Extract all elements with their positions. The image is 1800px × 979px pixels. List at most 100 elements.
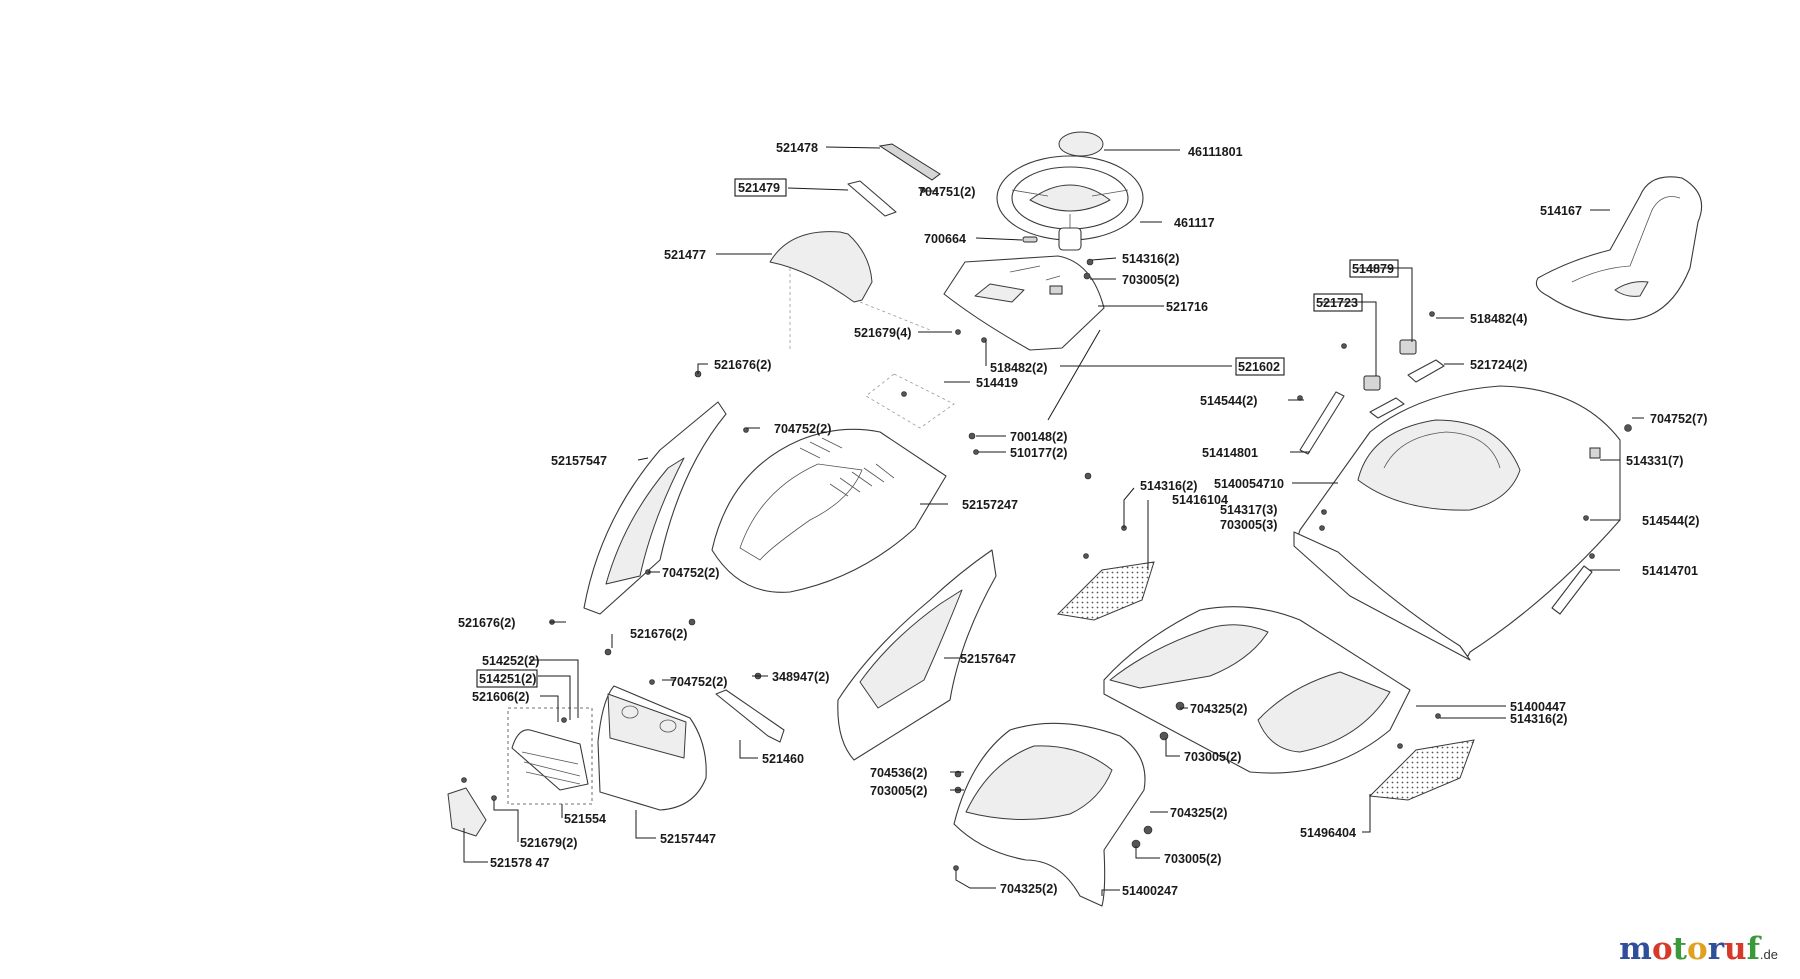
switch-plate-b-part	[1369, 397, 1405, 419]
part-label: 521723	[1316, 296, 1358, 310]
part-label: 704752(2)	[670, 675, 727, 689]
part-label: 461117	[1174, 216, 1215, 230]
part-label: 704325(2)	[1170, 806, 1227, 820]
part-label: 52157247	[962, 498, 1018, 512]
part-label: 521554	[564, 812, 606, 826]
part-label: 5140054710	[1214, 477, 1284, 491]
part-label: 703005(2)	[1122, 273, 1179, 287]
step-plate-left-part	[1056, 561, 1155, 621]
part-label: 514316(2)	[1140, 479, 1197, 493]
part-label: 521477	[664, 248, 706, 262]
clip-514331-part	[1589, 447, 1601, 459]
logo-letter: f	[1746, 931, 1760, 967]
part-label: 703005(2)	[1164, 852, 1221, 866]
key-part	[1022, 236, 1038, 243]
part-label: 521724(2)	[1470, 358, 1527, 372]
part-label: 521602	[1238, 360, 1280, 374]
part-label: 46111801	[1188, 145, 1243, 159]
part-label: 700148(2)	[1010, 430, 1067, 444]
label-box	[1235, 357, 1285, 376]
part-label: 51400247	[1122, 884, 1178, 898]
part-label: 521679(4)	[854, 326, 911, 340]
front-shell-part	[953, 722, 1146, 907]
logo-letter: o	[1687, 931, 1708, 967]
steering-wheel-part	[996, 155, 1144, 251]
part-label: 514879	[1352, 262, 1394, 276]
part-label: 514544(2)	[1642, 514, 1699, 528]
part-label: 521676(2)	[630, 627, 687, 641]
grille-group-box	[507, 707, 593, 805]
part-labels: 521478 46111801 521479 704751(2) 461117 …	[458, 141, 1707, 898]
part-label: 704751(2)	[918, 185, 975, 199]
part-label: 51414801	[1202, 446, 1258, 460]
part-label: 704325(2)	[1000, 882, 1057, 896]
part-label: 521578 47	[490, 856, 550, 870]
part-label: 704752(2)	[774, 422, 831, 436]
label-box	[476, 669, 538, 688]
part-label: 518482(2)	[990, 361, 1047, 375]
bracket-521460-part	[715, 689, 785, 743]
label-box	[734, 178, 787, 197]
right-side-panel-part	[837, 549, 997, 761]
part-label: 700664	[924, 232, 966, 246]
logo-suffix: .de	[1759, 947, 1778, 962]
part-label: 51400447	[1510, 700, 1566, 714]
part-label: 51416104	[1172, 493, 1228, 507]
front-bumper-part	[597, 685, 707, 811]
dash-strip-part	[878, 143, 941, 181]
step-plate-right-part	[1368, 739, 1475, 801]
part-label: 518482(4)	[1470, 312, 1527, 326]
rear-body-part	[1293, 385, 1621, 661]
part-label: 521479	[738, 181, 780, 195]
switch-a-part	[1399, 339, 1417, 355]
part-label: 704325(2)	[1190, 702, 1247, 716]
part-label: 514167	[1540, 204, 1582, 218]
part-label: 704536(2)	[870, 766, 927, 780]
watermark-logo: motoruf.de	[1619, 931, 1778, 967]
part-label: 521460	[762, 752, 804, 766]
seat-part	[1535, 176, 1703, 321]
part-label: 521606(2)	[472, 690, 529, 704]
part-label: 703005(2)	[870, 784, 927, 798]
logo-letter: t	[1672, 931, 1687, 967]
part-label: 514331(7)	[1626, 454, 1683, 468]
side-trim-right-part	[1551, 565, 1593, 615]
part-label: 52157647	[960, 652, 1016, 666]
part-label: 704752(2)	[662, 566, 719, 580]
part-label: 510177(2)	[1010, 446, 1067, 460]
part-label: 521676(2)	[714, 358, 771, 372]
footrest-deck-part	[1103, 606, 1411, 774]
part-label: 348947(2)	[772, 670, 829, 684]
logo-letter: m	[1619, 931, 1652, 967]
part-label: 514317(3)	[1220, 503, 1277, 517]
logo-letter: u	[1724, 931, 1747, 967]
part-label: 51414701	[1642, 564, 1698, 578]
dashboard-panel-part	[943, 255, 1105, 351]
label-box	[1349, 259, 1399, 278]
part-label: 51496404	[1300, 826, 1356, 840]
left-side-panel-part	[583, 401, 727, 615]
part-label: 704752(7)	[1650, 412, 1707, 426]
steering-cap-part	[1058, 131, 1104, 157]
part-label: 514316(2)	[1122, 252, 1179, 266]
part-label: 514544(2)	[1200, 394, 1257, 408]
side-trim-left-part	[1299, 391, 1345, 455]
part-label: 521478	[776, 141, 818, 155]
switch-plate-a-part	[1407, 359, 1445, 383]
part-label: 514252(2)	[482, 654, 539, 668]
grille-insert-part	[511, 729, 589, 791]
switch-b-part	[1363, 375, 1381, 391]
corner-piece-part	[447, 787, 487, 837]
logo-letter: r	[1707, 931, 1725, 967]
part-label: 514419	[976, 376, 1018, 390]
part-label: 521716	[1166, 300, 1208, 314]
console-cover-part	[769, 231, 873, 303]
part-label: 52157547	[551, 454, 607, 468]
part-label: 703005(2)	[1184, 750, 1241, 764]
part-label: 514251(2)	[479, 672, 536, 686]
small-cover-part	[847, 180, 897, 217]
label-box	[1313, 293, 1363, 312]
logo-letter: o	[1651, 931, 1673, 967]
steering-rod-part	[1047, 329, 1101, 421]
